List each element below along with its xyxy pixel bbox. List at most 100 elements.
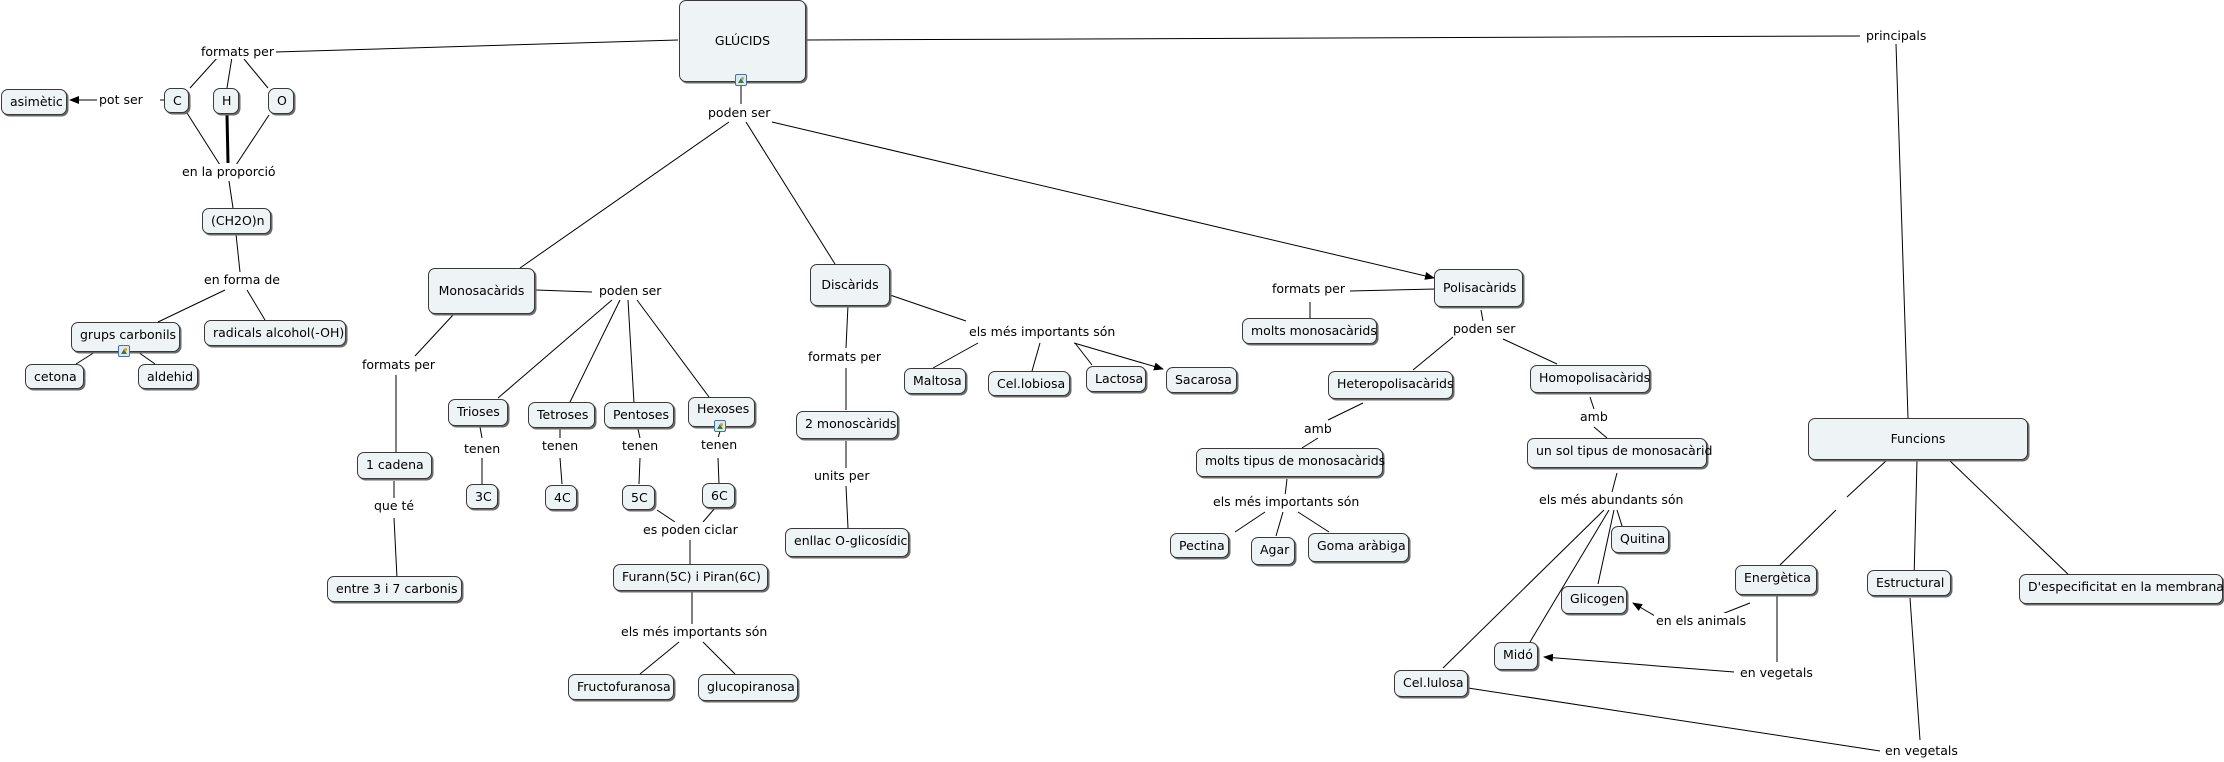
node-fructofuranosa-label: Fructofuranosa [577, 679, 671, 694]
node-molts-monosacarids[interactable]: molts monosacàrids [1242, 318, 1377, 344]
node-cellulosa[interactable]: Cel.lulosa [1394, 670, 1468, 697]
link-tenen[interactable]: tenen [699, 437, 740, 452]
node-mido-label: Midó [1503, 647, 1533, 662]
node-maltosa-label: Maltosa [913, 373, 962, 388]
node-agar-label: Agar [1260, 542, 1290, 557]
link-en-vegetals[interactable]: en vegetals [1738, 665, 1815, 680]
link-poden-ser[interactable]: poden ser [706, 105, 773, 120]
node-cetona-label: cetona [34, 369, 77, 384]
link-que-te[interactable]: que té [372, 498, 417, 513]
link-formats-per[interactable]: formats per [199, 44, 276, 59]
image-attachment-icon[interactable] [714, 420, 726, 432]
image-attachment-icon[interactable] [118, 345, 130, 357]
node-5c[interactable]: 5C [622, 485, 655, 510]
link-mes-importants[interactable]: els més importants són [1211, 494, 1362, 509]
link-mes-importants[interactable]: els més importants són [967, 324, 1118, 339]
node-aldehid-label: aldehid [147, 369, 194, 384]
node-radicals-alcohol[interactable]: radicals alcohol(-OH) [204, 320, 346, 346]
link-principals[interactable]: principals [1864, 28, 1929, 43]
link-formats-per[interactable]: formats per [1270, 281, 1347, 296]
node-polisacarids-label: Polisacàrids [1443, 280, 1517, 295]
link-en-la-proporcio[interactable]: en la proporció [180, 164, 278, 179]
node-6c[interactable]: 6C [702, 483, 735, 508]
node-entre-3-i-7-carbonis[interactable]: entre 3 i 7 carbonis [327, 576, 462, 602]
link-tenen[interactable]: tenen [462, 441, 503, 456]
node-sacarosa[interactable]: Sacarosa [1166, 367, 1237, 393]
node-5c-label: 5C [631, 490, 648, 505]
node-goma-arabiga-label: Goma aràbiga [1317, 538, 1406, 553]
link-units-per[interactable]: units per [812, 468, 872, 483]
node-heteropolisacarids[interactable]: Heteropolisacàrids [1328, 371, 1454, 399]
link-en-els-animals[interactable]: en els animals [1654, 613, 1749, 628]
node-una-cadena[interactable]: 1 cadena [357, 452, 432, 479]
node-discarids[interactable]: Discàrids [810, 264, 890, 306]
node-un-sol-tipus-label: un sol tipus de monosacàrid [1536, 443, 1713, 458]
link-en-forma-de[interactable]: en forma de [202, 272, 282, 287]
link-en-vegetals[interactable]: en vegetals [1883, 743, 1960, 758]
node-cellobiosa-label: Cel.lobiosa [997, 376, 1066, 391]
node-glicogen[interactable]: Glicogen [1561, 586, 1627, 614]
node-enllac-label: enllac O-glicosídic [794, 533, 908, 548]
node-6c-label: 6C [711, 488, 728, 503]
node-4c-label: 4C [554, 490, 571, 505]
link-formats-per[interactable]: formats per [806, 349, 883, 364]
link-amb[interactable]: amb [1302, 421, 1334, 436]
node-energetica[interactable]: Energètica [1735, 565, 1817, 595]
link-formats-per[interactable]: formats per [360, 357, 437, 372]
node-cetona[interactable]: cetona [25, 364, 84, 389]
node-homopolisacarids-label: Homopolisacàrids [1539, 370, 1651, 385]
node-especificitat-membrana[interactable]: D'especificitat en la membrana [2019, 574, 2224, 604]
link-mes-abundants[interactable]: els més abundants són [1537, 492, 1686, 507]
node-3c[interactable]: 3C [466, 484, 498, 509]
node-c[interactable]: C [164, 88, 189, 113]
node-furann-piran[interactable]: Furann(5C) i Piran(6C) [613, 564, 768, 591]
link-poden-ser[interactable]: poden ser [1451, 321, 1518, 336]
node-agar[interactable]: Agar [1251, 537, 1295, 565]
node-h-label: H [222, 93, 232, 108]
node-monosacarids-label: Monosacàrids [438, 283, 525, 298]
node-mido[interactable]: Midó [1494, 642, 1538, 670]
node-cellobiosa[interactable]: Cel.lobiosa [988, 371, 1070, 396]
node-tetroses[interactable]: Tetroses [528, 402, 595, 428]
node-polisacarids[interactable]: Polisacàrids [1434, 269, 1523, 307]
link-amb[interactable]: amb [1578, 409, 1610, 424]
node-monosacarids[interactable]: Monosacàrids [428, 268, 535, 314]
node-glucopiranosa[interactable]: glucopiranosa [698, 674, 798, 701]
node-o[interactable]: O [268, 88, 294, 114]
node-un-sol-tipus[interactable]: un sol tipus de monosacàrid [1527, 438, 1712, 468]
node-4c[interactable]: 4C [545, 485, 577, 510]
node-pentoses[interactable]: Pentoses [604, 402, 674, 428]
node-asimetic[interactable]: asimètic [1, 89, 67, 115]
link-pot-ser[interactable]: pot ser [97, 92, 145, 107]
node-quitina[interactable]: Quitina [1611, 526, 1669, 553]
node-fructofuranosa[interactable]: Fructofuranosa [568, 674, 674, 700]
node-quitina-label: Quitina [1620, 531, 1666, 546]
link-tenen[interactable]: tenen [620, 438, 661, 453]
node-2-monoscarids-label: 2 monoscàrids [805, 416, 897, 431]
node-ch2on[interactable]: (CH2O)n [202, 208, 271, 234]
node-estructural[interactable]: Estructural [1867, 570, 1951, 596]
link-es-poden-ciclar[interactable]: es poden ciclar [641, 522, 740, 537]
node-heteropolisacarids-label: Heteropolisacàrids [1337, 376, 1454, 391]
node-molts-tipus[interactable]: molts tipus de monosacàrids [1196, 448, 1385, 477]
node-pectina[interactable]: Pectina [1170, 533, 1229, 558]
node-h[interactable]: H [213, 88, 239, 114]
node-estructural-label: Estructural [1876, 575, 1945, 590]
image-attachment-icon[interactable] [735, 74, 747, 86]
link-mes-importants[interactable]: els més importants són [619, 624, 770, 639]
node-lactosa[interactable]: Lactosa [1086, 366, 1146, 392]
node-asimetic-label: asimètic [10, 94, 63, 109]
node-tetroses-label: Tetroses [537, 407, 589, 422]
node-aldehid[interactable]: aldehid [138, 364, 198, 389]
node-enllac-o-glicosidic[interactable]: enllac O-glicosídic [785, 528, 909, 557]
node-furann-piran-label: Furann(5C) i Piran(6C) [622, 569, 761, 584]
node-glucids[interactable]: GLÚCIDS [679, 0, 806, 82]
link-tenen[interactable]: tenen [540, 438, 581, 453]
link-poden-ser[interactable]: poden ser [597, 283, 664, 298]
node-funcions[interactable]: Funcions [1808, 418, 2028, 460]
node-trioses[interactable]: Trioses [448, 399, 508, 426]
node-goma-arabiga[interactable]: Goma aràbiga [1308, 533, 1409, 562]
node-2-monoscarids[interactable]: 2 monoscàrids [796, 411, 898, 439]
node-maltosa[interactable]: Maltosa [904, 368, 966, 394]
node-homopolisacarids[interactable]: Homopolisacàrids [1530, 365, 1650, 393]
